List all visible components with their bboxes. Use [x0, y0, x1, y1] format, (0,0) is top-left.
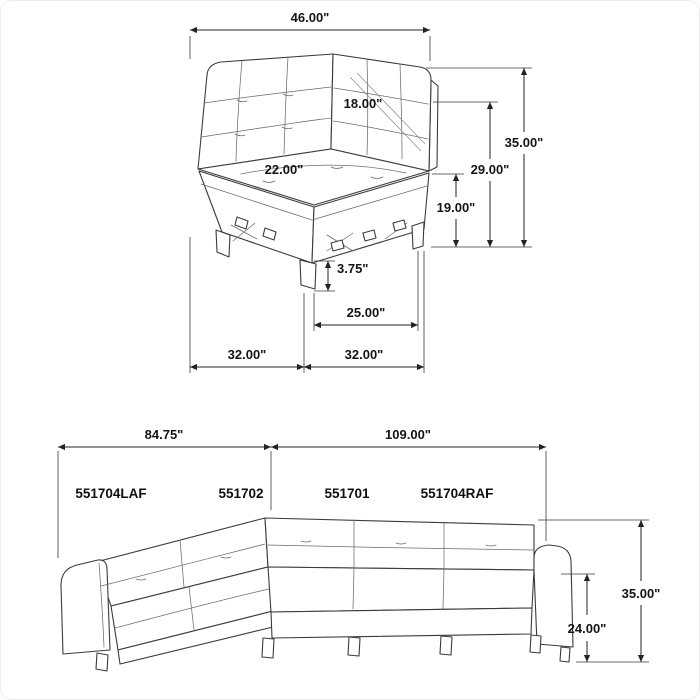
sofa-legs [215, 221, 425, 290]
seat-cushion [197, 148, 430, 206]
dim-sectional-overall-height-label: 35.00" [622, 586, 661, 601]
sectional-sofa-drawing [60, 517, 574, 672]
dim-sectional-overall-height: 35.00" [538, 519, 661, 663]
dim-back-height-label: 29.00" [471, 162, 510, 177]
right-seat-cushions [267, 566, 535, 613]
part-label-armless-right: 551701 [324, 486, 370, 501]
corner-dimension-annotations: 46.00" 35.00" 29.00" [189, 10, 544, 373]
part-label-laf: 551704LAF [75, 486, 146, 501]
dim-sectional-widths: 84.75" 109.00" [57, 427, 547, 558]
dim-sectional-arm-height-label: 24.00" [568, 621, 607, 636]
dim-side-widths: 32.00" 32.00" [189, 237, 425, 373]
leg [261, 637, 275, 659]
sectional-legs [95, 634, 571, 672]
dim-left-width-label: 84.75" [145, 427, 184, 442]
dim-back-height: 29.00" [433, 101, 510, 247]
strap-buckles [230, 216, 408, 252]
dim-right-width-label: 109.00" [385, 427, 431, 442]
corner-wedge-diagram: 46.00" 35.00" 29.00" [189, 10, 544, 373]
corner-sofa-drawing [197, 53, 439, 290]
dim-seat-height-label: 19.00" [437, 200, 476, 215]
sectional-diagram: 84.75" 109.00" 551704LAF 551702 551701 5… [57, 427, 661, 672]
sectional-dimension-annotations: 84.75" 109.00" 551704LAF 551702 551701 5… [57, 427, 661, 663]
dim-leg-height: 3.75" [314, 260, 368, 292]
left-arm [60, 559, 111, 655]
dim-seat-depth-label: 22.00" [265, 162, 304, 177]
buckle-clip [392, 219, 407, 232]
leg [411, 221, 425, 250]
dim-left-section-width-label: 32.00" [228, 347, 267, 362]
cushion-shine-line [349, 76, 422, 152]
dim-back-cushion-label: 18.00" [344, 96, 383, 111]
dim-sectional-arm-height: 24.00" [561, 573, 607, 662]
leg [215, 229, 231, 258]
back-cushion-left [197, 53, 334, 170]
part-label-raf: 551704RAF [421, 486, 494, 501]
dim-right-section-width-label: 32.00" [345, 347, 384, 362]
dim-overall-width-label: 46.00" [291, 10, 330, 25]
dim-front-base-width-label: 25.00" [347, 305, 386, 320]
leg [559, 646, 571, 663]
right-base-edge [270, 607, 533, 639]
leg [439, 635, 453, 656]
buckle-clip [234, 216, 249, 230]
dim-leg-height-label: 3.75" [337, 261, 368, 276]
tufting-marks [200, 56, 429, 183]
dim-overall-width: 46.00" [189, 10, 431, 61]
dim-overall-height-label: 35.00" [505, 135, 544, 150]
leg [299, 259, 317, 290]
leg [529, 634, 542, 654]
right-arm [533, 544, 574, 648]
dim-front-base-width: 25.00" [313, 251, 419, 331]
leg [95, 652, 109, 672]
leg [347, 636, 361, 657]
sectional-tufting-marks [98, 519, 534, 648]
dim-overall-height: 35.00" [426, 67, 544, 248]
dim-seat-height: 19.00" [432, 173, 476, 247]
cushion-shine-line [356, 72, 426, 145]
part-number-labels: 551704LAF 551702 551701 551704RAF [75, 486, 493, 501]
base-seam-line [200, 183, 428, 221]
buckle-clip [262, 227, 277, 241]
part-label-armless-left: 551702 [218, 486, 263, 501]
buckle-clip [330, 239, 345, 252]
buckle-clip [362, 229, 377, 242]
